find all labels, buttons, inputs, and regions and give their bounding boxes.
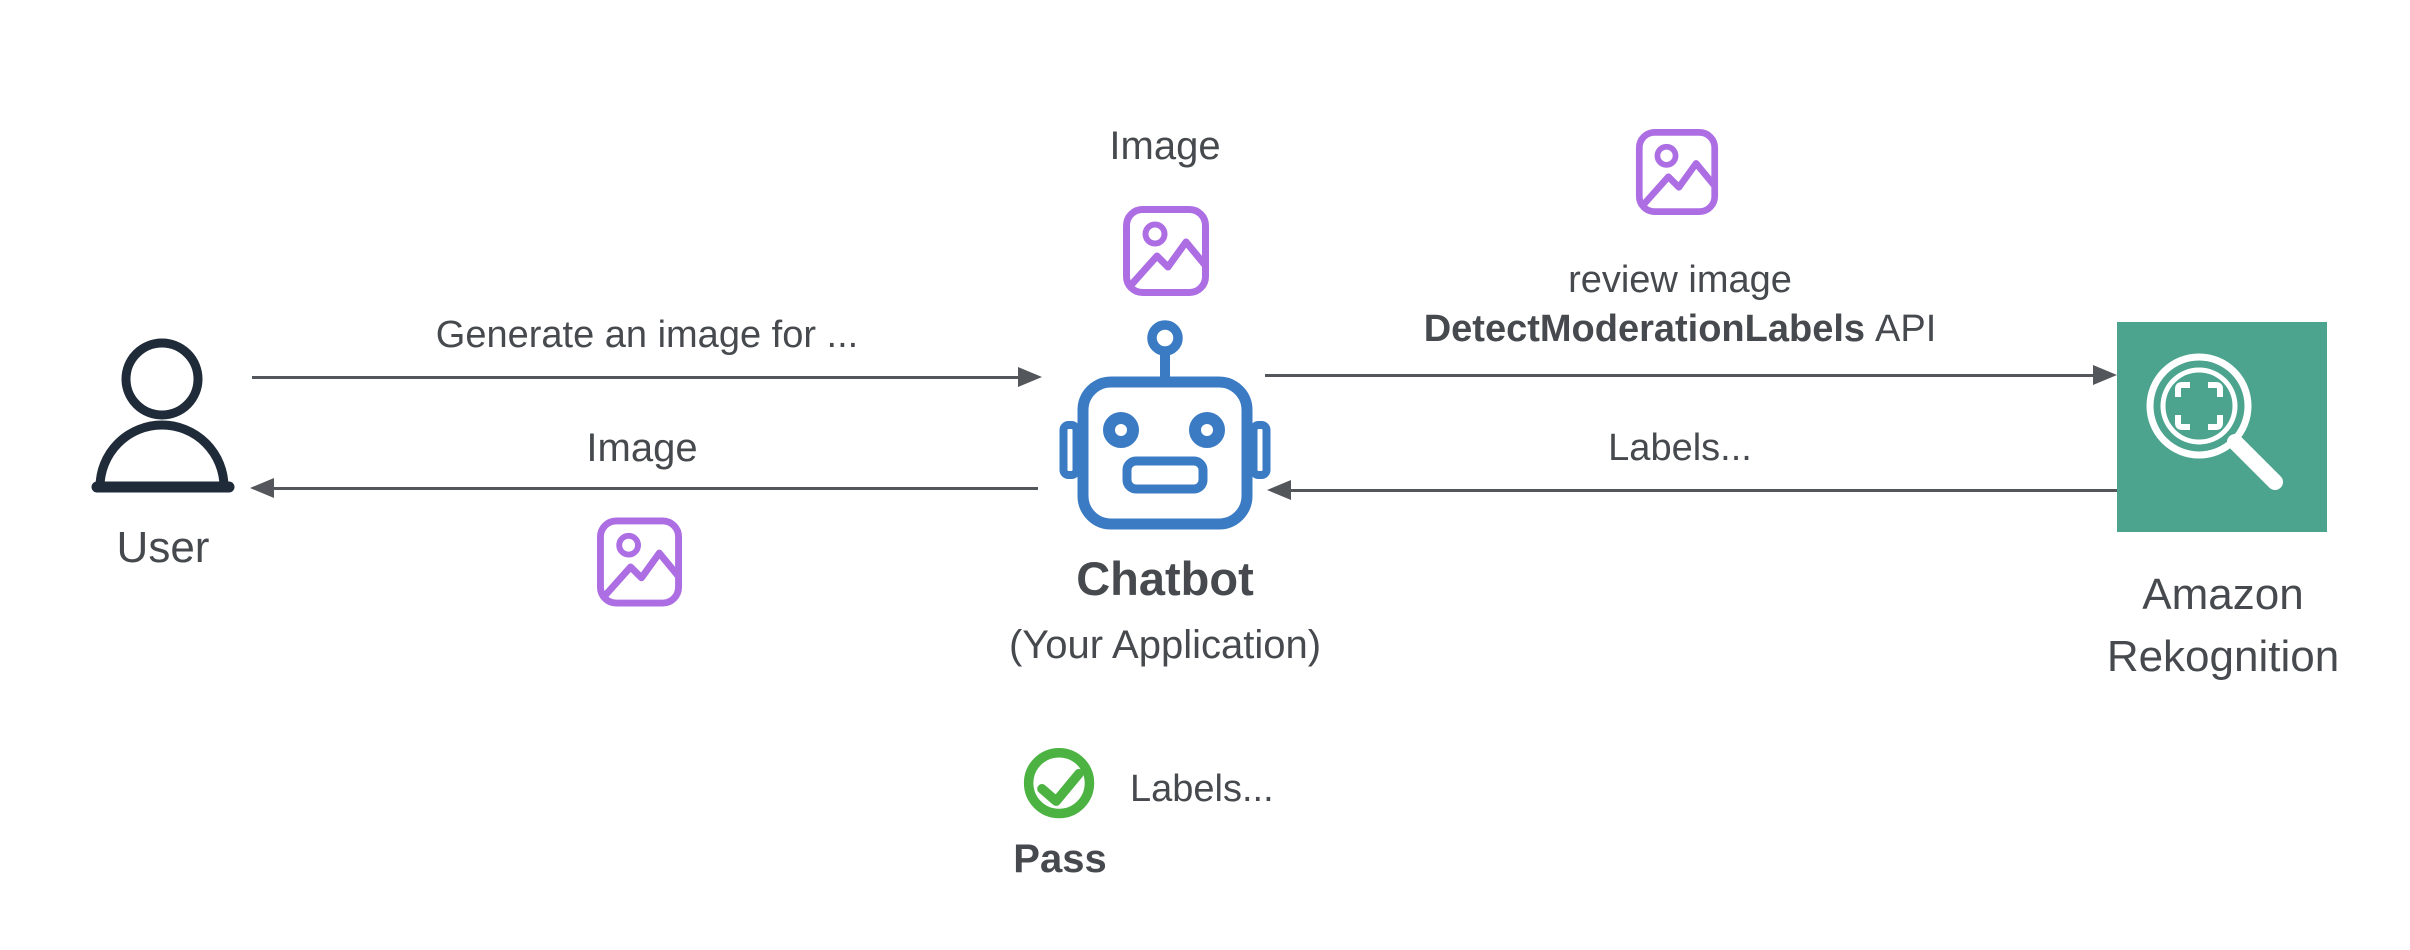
arrow-line — [1265, 373, 2093, 377]
arrowhead-left-icon — [1267, 480, 1291, 500]
arrowhead-right-icon — [1018, 367, 1042, 387]
labels-response-label: Labels... — [1608, 427, 1752, 469]
rekognition-label: Amazon Rekognition — [2063, 564, 2383, 688]
arrow-review-request — [1265, 364, 2117, 386]
chatbot-image-label: Image — [1109, 124, 1221, 168]
arrow-generate-request — [252, 366, 1042, 388]
arrowhead-left-icon — [250, 478, 274, 498]
image-icon — [1635, 129, 1719, 215]
api-name: DetectModerationLabels — [1423, 308, 1866, 350]
image-response-label: Image — [586, 426, 698, 470]
robot-icon — [1059, 320, 1271, 530]
result-labels-text: Labels... — [1130, 768, 1274, 810]
generate-request-label: Generate an image for ... — [435, 314, 859, 356]
user-icon — [91, 338, 235, 493]
image-icon — [596, 517, 683, 607]
rekognition-label-line1: Amazon — [2142, 570, 2304, 619]
api-suffix: API — [1875, 308, 1937, 350]
result-status: Pass — [1013, 837, 1107, 881]
rekognition-tile — [2117, 322, 2327, 532]
rekognition-label-line2: Rekognition — [2106, 632, 2340, 681]
arrow-line — [252, 375, 1018, 379]
image-icon — [1123, 206, 1209, 296]
check-circle-icon — [1023, 747, 1095, 819]
chatbot-subtitle: (Your Application) — [1008, 623, 1322, 667]
review-image-label: review image — [1568, 259, 1792, 301]
chatbot-title: Chatbot — [1076, 552, 1254, 605]
arrow-labels-response — [1267, 479, 2117, 501]
arrowhead-right-icon — [2093, 365, 2117, 385]
arrow-line — [1291, 488, 2117, 492]
user-label: User — [116, 523, 210, 572]
magnifying-glass-icon — [2146, 353, 2283, 490]
arrow-image-response — [250, 477, 1038, 499]
arrow-line — [274, 486, 1038, 490]
